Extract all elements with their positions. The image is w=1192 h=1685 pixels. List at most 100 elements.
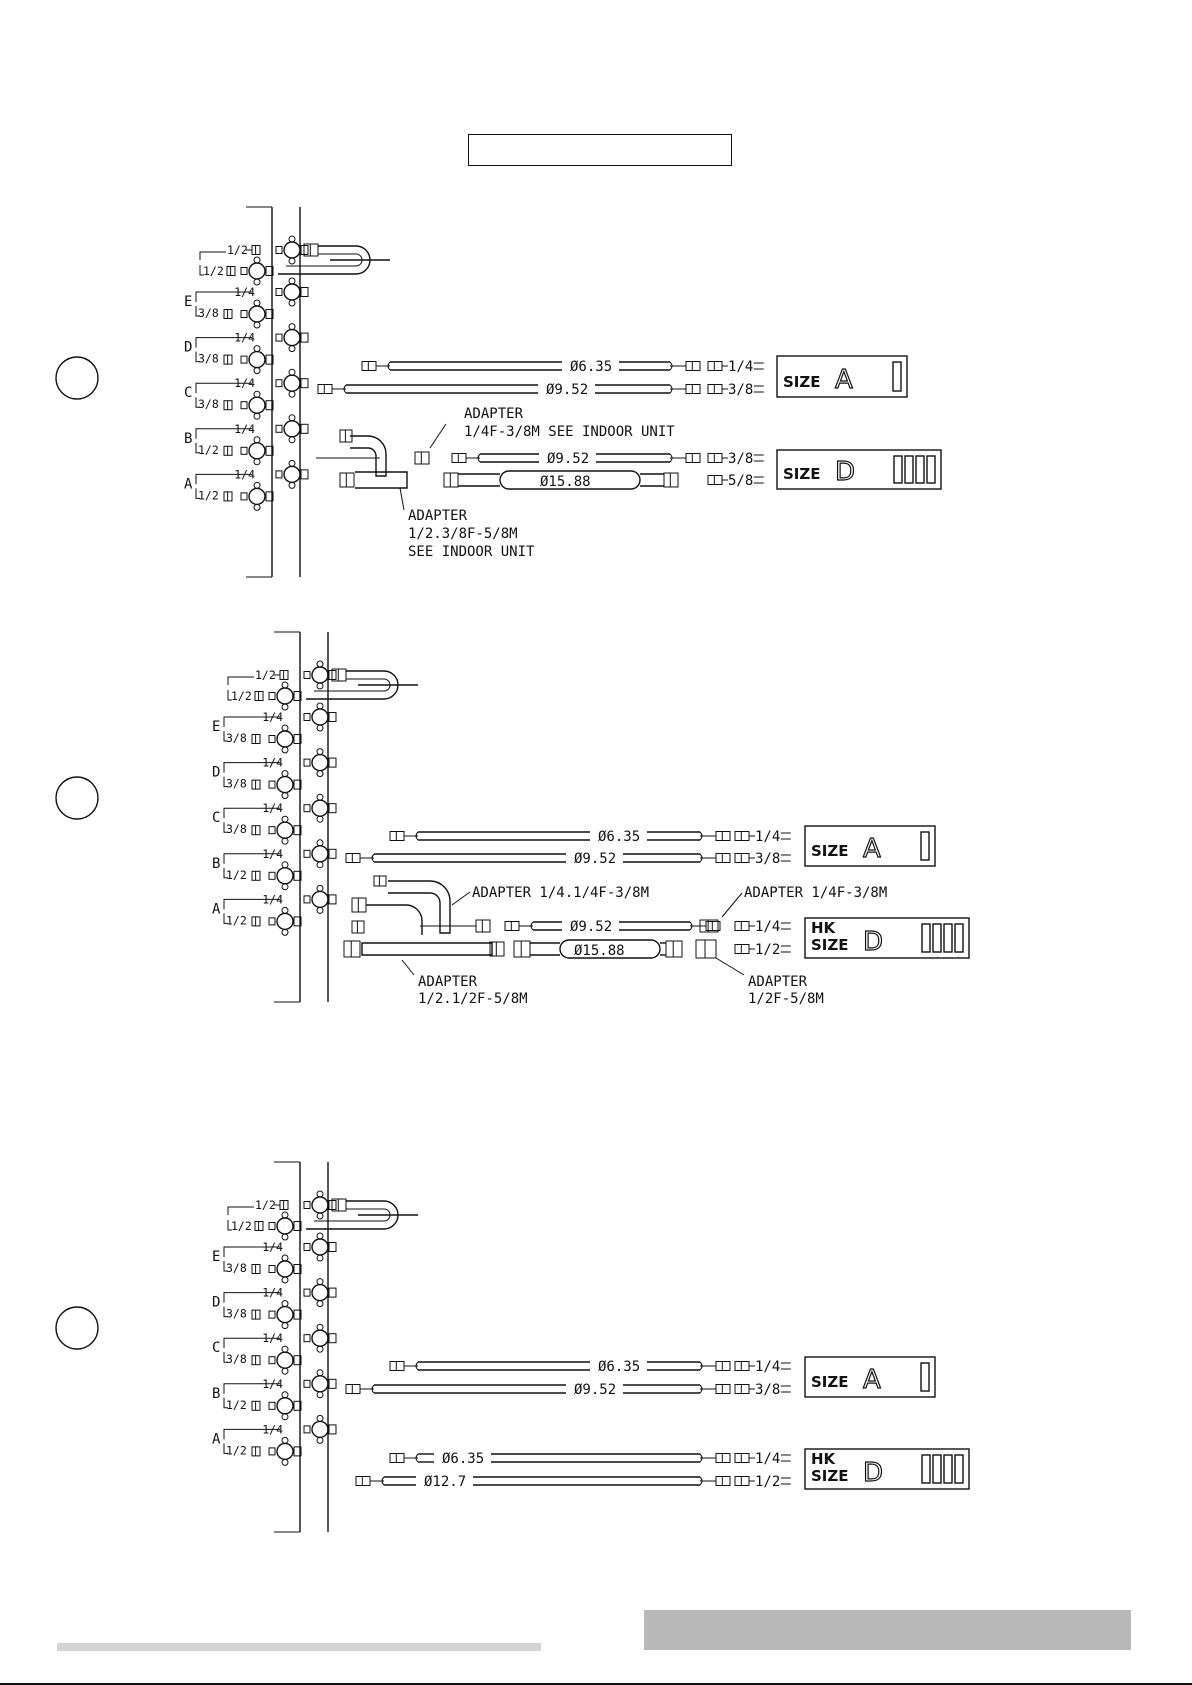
flare-fitting-icon — [707, 475, 723, 485]
unit-size-label: SIZE — [783, 465, 821, 483]
flare-fitting-icon — [715, 1476, 731, 1486]
valve-nut — [268, 692, 276, 700]
valve-nut — [328, 757, 337, 768]
flare-fitting-icon — [251, 870, 261, 881]
pipe-diameter-label: Ø6.35 — [570, 359, 612, 375]
valve-nut — [303, 1288, 311, 1297]
bracket — [223, 1428, 260, 1440]
valve-icon — [268, 906, 302, 936]
fitting-body — [715, 1384, 731, 1394]
fitting-body — [715, 1361, 731, 1371]
row-letter-label: E — [184, 294, 192, 310]
diagram-3: 1/21/21/43/8E1/43/8D1/43/8C1/41/2B1/41/2… — [55, 1161, 970, 1533]
valve-icon — [268, 681, 302, 711]
valve-nut — [240, 267, 248, 275]
fitting-body — [734, 831, 750, 841]
fitting-body — [513, 940, 531, 958]
flare-fitting-icon — [389, 1453, 405, 1463]
port-size-label: 1/2 — [255, 1198, 276, 1212]
valve-nub — [288, 414, 296, 422]
bracket — [223, 807, 260, 819]
end-size-label: 5/8 — [728, 473, 753, 489]
valve-nub — [281, 1233, 289, 1241]
valve-nut — [328, 1378, 337, 1389]
flare-fitting-icon — [707, 384, 723, 394]
valve-nub — [288, 436, 296, 444]
valve-body — [311, 799, 329, 817]
valve-nut — [300, 469, 309, 480]
valve-nut — [300, 332, 309, 343]
pipe-cap — [530, 921, 534, 931]
pipe-run: Ø6.35 — [389, 829, 731, 845]
valve-nub — [281, 703, 289, 711]
pipe-cap — [343, 384, 347, 394]
flare-fitting-icon — [734, 1361, 750, 1371]
valve-nub — [316, 1323, 324, 1331]
valve-nub — [316, 906, 324, 914]
pipe-body — [499, 470, 641, 490]
valve-body — [283, 283, 301, 301]
bracket — [227, 676, 254, 685]
valve-icon — [275, 368, 309, 398]
pipe-diameter-label: Ø12.7 — [424, 1474, 466, 1490]
footer-rule — [57, 1643, 541, 1651]
fitting-body — [734, 1476, 750, 1486]
end-connection: 1/4 — [734, 1359, 791, 1375]
valve-nut — [293, 916, 302, 927]
pipe-diameter-label: Ø15.88 — [574, 943, 625, 959]
adapter-label: SEE INDOOR UNIT — [408, 544, 535, 560]
valve-nub — [253, 321, 261, 329]
valve-icon — [240, 436, 274, 466]
valve-nub — [316, 1212, 324, 1220]
bracket — [223, 867, 228, 879]
flare-fitting-icon — [734, 1453, 750, 1463]
fitting-body — [715, 1453, 731, 1463]
valve-icon — [275, 459, 309, 489]
valve-nut — [328, 848, 337, 859]
valve-nub — [253, 256, 261, 264]
flare-fitting-icon — [251, 245, 261, 255]
valve-nub — [281, 1276, 289, 1284]
fitting-body — [389, 1361, 405, 1371]
valve-nut — [293, 779, 302, 790]
unit-outline — [804, 1448, 970, 1490]
unit-size-letter: D — [835, 457, 855, 487]
bracket — [223, 1383, 260, 1394]
flare-fitting-icon — [223, 354, 233, 365]
valve-icon — [268, 1300, 302, 1330]
valve-nut — [328, 894, 337, 905]
unit-size-label: SIZE — [811, 1373, 849, 1391]
flare-fitting-icon — [355, 1476, 371, 1486]
pipe-cap — [371, 853, 375, 863]
flare-fitting-icon — [331, 1198, 347, 1212]
unit-bar — [904, 455, 914, 484]
valve-body — [276, 1260, 294, 1278]
valve-icon — [268, 1254, 302, 1284]
valve-nut — [265, 491, 274, 502]
end-size-label: 3/8 — [755, 1382, 780, 1398]
flare-fitting-icon — [254, 691, 264, 701]
pipe-run: Ø9.52 — [504, 919, 721, 935]
fitting-body — [734, 1384, 750, 1394]
pipe-run: Ø15.88 — [443, 470, 679, 490]
valve-nub — [281, 1345, 289, 1353]
valve-nub — [316, 1391, 324, 1399]
valve-nub — [288, 390, 296, 398]
valve-nub — [253, 481, 261, 489]
row-letter-label: D — [212, 1295, 220, 1311]
valve-nub — [316, 1414, 324, 1422]
diagram-1: 1/21/21/43/8E1/43/8D1/43/8C1/41/2B1/41/2… — [55, 206, 942, 578]
adapter-label: ADAPTER — [408, 508, 468, 524]
valve-body — [276, 1397, 294, 1415]
row-letter-label: D — [184, 340, 192, 356]
unit-bar — [921, 923, 931, 953]
port-size-label: 1/2 — [198, 443, 219, 457]
port-size-label: 3/8 — [226, 822, 247, 836]
line — [721, 892, 743, 918]
pipe-diameter-label: Ø6.35 — [442, 1451, 484, 1467]
port-size-label: 1/2 — [227, 243, 248, 257]
unit-hk-label: HK — [811, 919, 837, 937]
flare-fitting-icon — [734, 1476, 750, 1486]
bracket — [195, 397, 200, 408]
